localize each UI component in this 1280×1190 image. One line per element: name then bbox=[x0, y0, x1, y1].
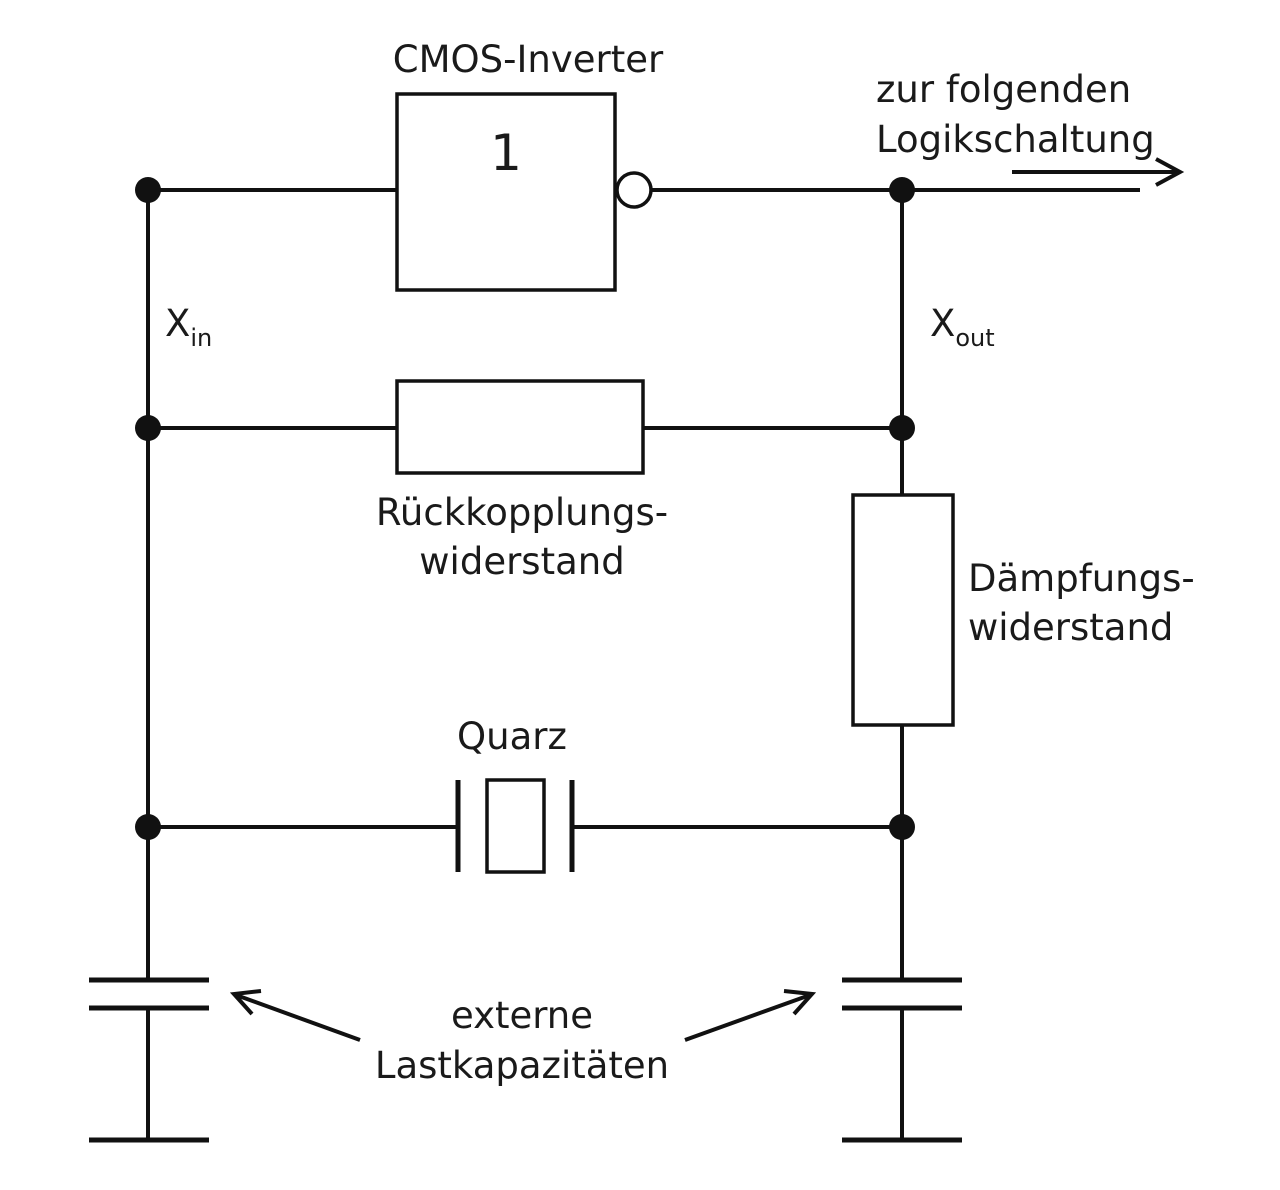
feedback-label-line1: Rückkopplungs- bbox=[376, 491, 668, 534]
cap-arrow-left-shaft bbox=[235, 993, 361, 1042]
damping-label-line2: widerstand bbox=[968, 606, 1173, 649]
quartz-crystal bbox=[455, 778, 575, 874]
node-right-top bbox=[889, 177, 915, 203]
cap-arrow-right-head bbox=[783, 989, 817, 1016]
xout-main: X bbox=[930, 302, 955, 345]
node-right-crystal bbox=[889, 814, 915, 840]
feedback-label-line2: widerstand bbox=[419, 540, 624, 583]
output-arrow bbox=[1012, 157, 1185, 187]
wires bbox=[146, 188, 1140, 1138]
cap-arrow-right-shaft bbox=[684, 993, 811, 1042]
output-arrow-head bbox=[1155, 157, 1185, 187]
inverter-symbol: 1 bbox=[490, 124, 522, 182]
crystal-body bbox=[485, 778, 546, 874]
crystal-label: Quarz bbox=[457, 715, 567, 758]
inverter-bubble bbox=[615, 171, 653, 209]
xin-main: X bbox=[165, 302, 190, 345]
xout-sub: out bbox=[955, 324, 994, 352]
output-label-line2: Logikschaltung bbox=[876, 118, 1155, 161]
node-right-feedback bbox=[889, 415, 915, 441]
inverter-box bbox=[395, 92, 617, 292]
load-capacitor-left bbox=[89, 977, 209, 1011]
node-left-crystal bbox=[135, 814, 161, 840]
damping-resistor bbox=[851, 493, 955, 727]
cap-arrow-left-head bbox=[229, 989, 262, 1016]
capacitor-arrow-right bbox=[684, 989, 817, 1042]
capacitors-label-line2: Lastkapazitäten bbox=[375, 1044, 669, 1087]
capacitors-label-line1: externe bbox=[451, 994, 593, 1037]
load-capacitor-right bbox=[842, 977, 962, 1011]
node-left-top bbox=[135, 177, 161, 203]
xin-sub: in bbox=[190, 324, 212, 352]
xout-label: Xout bbox=[930, 302, 995, 352]
junction-nodes bbox=[135, 177, 915, 840]
node-left-feedback bbox=[135, 415, 161, 441]
capacitor-arrow-left bbox=[229, 989, 361, 1042]
cmos-inverter: 1 bbox=[395, 92, 653, 292]
inverter-title: CMOS-Inverter bbox=[393, 38, 664, 81]
xin-label: Xin bbox=[165, 302, 212, 352]
output-label-line1: zur folgenden bbox=[876, 68, 1131, 111]
feedback-resistor bbox=[395, 379, 645, 475]
damping-label-line1: Dämpfungs- bbox=[968, 557, 1195, 600]
